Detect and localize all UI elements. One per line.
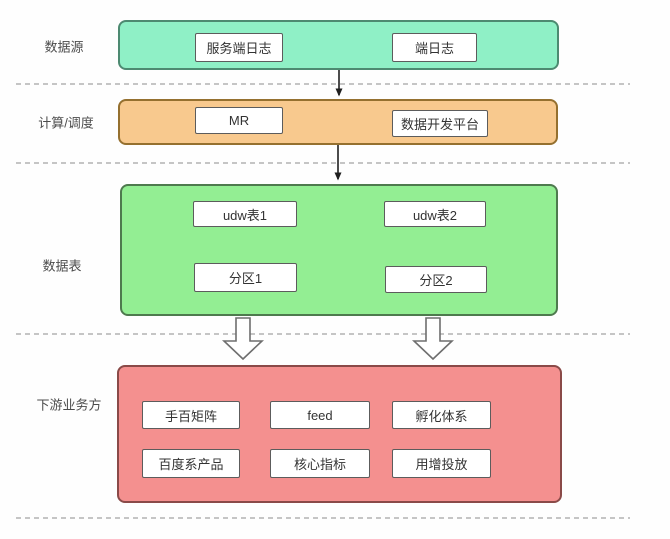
node-udw-table-1[interactable]: udw表1: [193, 201, 297, 227]
node-core-metrics[interactable]: 核心指标: [270, 449, 370, 478]
group-downstream-business: [117, 365, 562, 503]
node-mr[interactable]: MR: [195, 107, 283, 134]
node-partition-1[interactable]: 分区1: [194, 263, 297, 292]
group-compute-scheduling: [118, 99, 558, 145]
section-label-compute: 计算/调度: [38, 115, 94, 131]
section-label-data-source: 数据源: [44, 39, 84, 55]
group-data-tables: [120, 184, 558, 316]
node-incubation-system[interactable]: 孵化体系: [392, 401, 491, 429]
node-server-log[interactable]: 服务端日志: [195, 33, 283, 62]
node-baidu-products[interactable]: 百度系产品: [142, 449, 240, 478]
group-data-source: [118, 20, 559, 70]
node-shoubai-matrix[interactable]: 手百矩阵: [142, 401, 240, 429]
node-feed[interactable]: feed: [270, 401, 370, 429]
node-partition-2[interactable]: 分区2: [385, 266, 487, 293]
section-label-data-tables: 数据表: [42, 258, 82, 274]
node-udw-table-2[interactable]: udw表2: [384, 201, 486, 227]
block-arrow-tables-to-downstream-right: [411, 317, 455, 361]
section-label-downstream: 下游业务方: [36, 397, 102, 413]
node-user-growth-delivery[interactable]: 用增投放: [392, 449, 491, 478]
node-data-dev-platform[interactable]: 数据开发平台: [392, 110, 488, 137]
block-arrow-tables-to-downstream-left: [221, 317, 265, 361]
node-client-log[interactable]: 端日志: [392, 33, 477, 62]
